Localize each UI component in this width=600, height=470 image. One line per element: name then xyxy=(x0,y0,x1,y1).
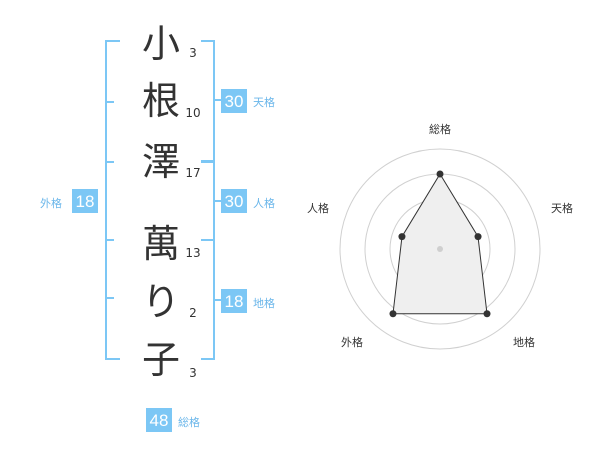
tenkaku-value: 30 xyxy=(225,92,244,111)
radar-point-2 xyxy=(474,233,482,241)
radar-ring-4 xyxy=(339,148,541,350)
name-char-4: 萬 xyxy=(142,222,180,266)
radar-point-5 xyxy=(398,233,406,241)
stroke-count-2: 10 xyxy=(185,106,200,120)
name-char-3: 澤 xyxy=(142,140,180,184)
jinkaku-value: 30 xyxy=(225,192,244,211)
soukaku-label: 総格 xyxy=(178,415,200,429)
tenkaku-bracket xyxy=(201,40,222,162)
stroke-counts: 3 10 17 13 2 3 xyxy=(185,46,200,380)
name-characters: 小 根 澤 萬 り 子 xyxy=(142,22,180,382)
jinkaku-bracket xyxy=(201,161,222,241)
radar-chart: 総格 天格 地格 外格 人格 xyxy=(307,122,573,350)
chikaku-label: 地格 xyxy=(253,296,275,310)
gaikaku-value: 18 xyxy=(76,192,95,211)
chikaku-badge: 18 地格 xyxy=(221,289,275,313)
radar-axis-label-chikaku: 地格 xyxy=(513,335,535,349)
radar-polygon xyxy=(392,173,488,315)
name-char-1: 小 xyxy=(142,22,180,66)
tenkaku-label: 天格 xyxy=(253,95,275,109)
radar-point-1 xyxy=(436,170,444,178)
tenkaku-badge: 30 天格 xyxy=(221,89,275,113)
soukaku-badge: 48 総格 xyxy=(146,408,200,432)
radar-axis-label-jinkaku: 人格 xyxy=(307,201,329,215)
radar-center-dot xyxy=(437,246,443,252)
chikaku-bracket xyxy=(201,239,222,360)
gaikaku-label: 外格 xyxy=(40,196,62,210)
name-char-6: 子 xyxy=(142,338,180,382)
radar-points xyxy=(389,170,491,318)
name-char-5: り xyxy=(142,280,180,324)
gaikaku-badge: 外格 18 xyxy=(40,189,98,213)
stroke-count-5: 2 xyxy=(189,306,197,320)
stroke-count-1: 3 xyxy=(189,46,197,60)
jinkaku-label: 人格 xyxy=(253,196,275,210)
name-char-2: 根 xyxy=(142,79,180,123)
stroke-count-4: 13 xyxy=(185,246,200,260)
radar-axis-label-soukaku: 総格 xyxy=(429,122,451,136)
soukaku-value: 48 xyxy=(150,411,169,430)
radar-axis-label-tenkaku: 天格 xyxy=(551,201,573,215)
radar-point-4 xyxy=(389,310,397,318)
gaikaku-bracket xyxy=(105,40,120,360)
radar-axis-label-gaikaku: 外格 xyxy=(341,335,363,349)
jinkaku-badge: 30 人格 xyxy=(221,189,275,213)
radar-point-3 xyxy=(483,310,491,318)
chikaku-value: 18 xyxy=(225,292,244,311)
stroke-count-3: 17 xyxy=(185,166,200,180)
stroke-count-6: 3 xyxy=(189,366,197,380)
